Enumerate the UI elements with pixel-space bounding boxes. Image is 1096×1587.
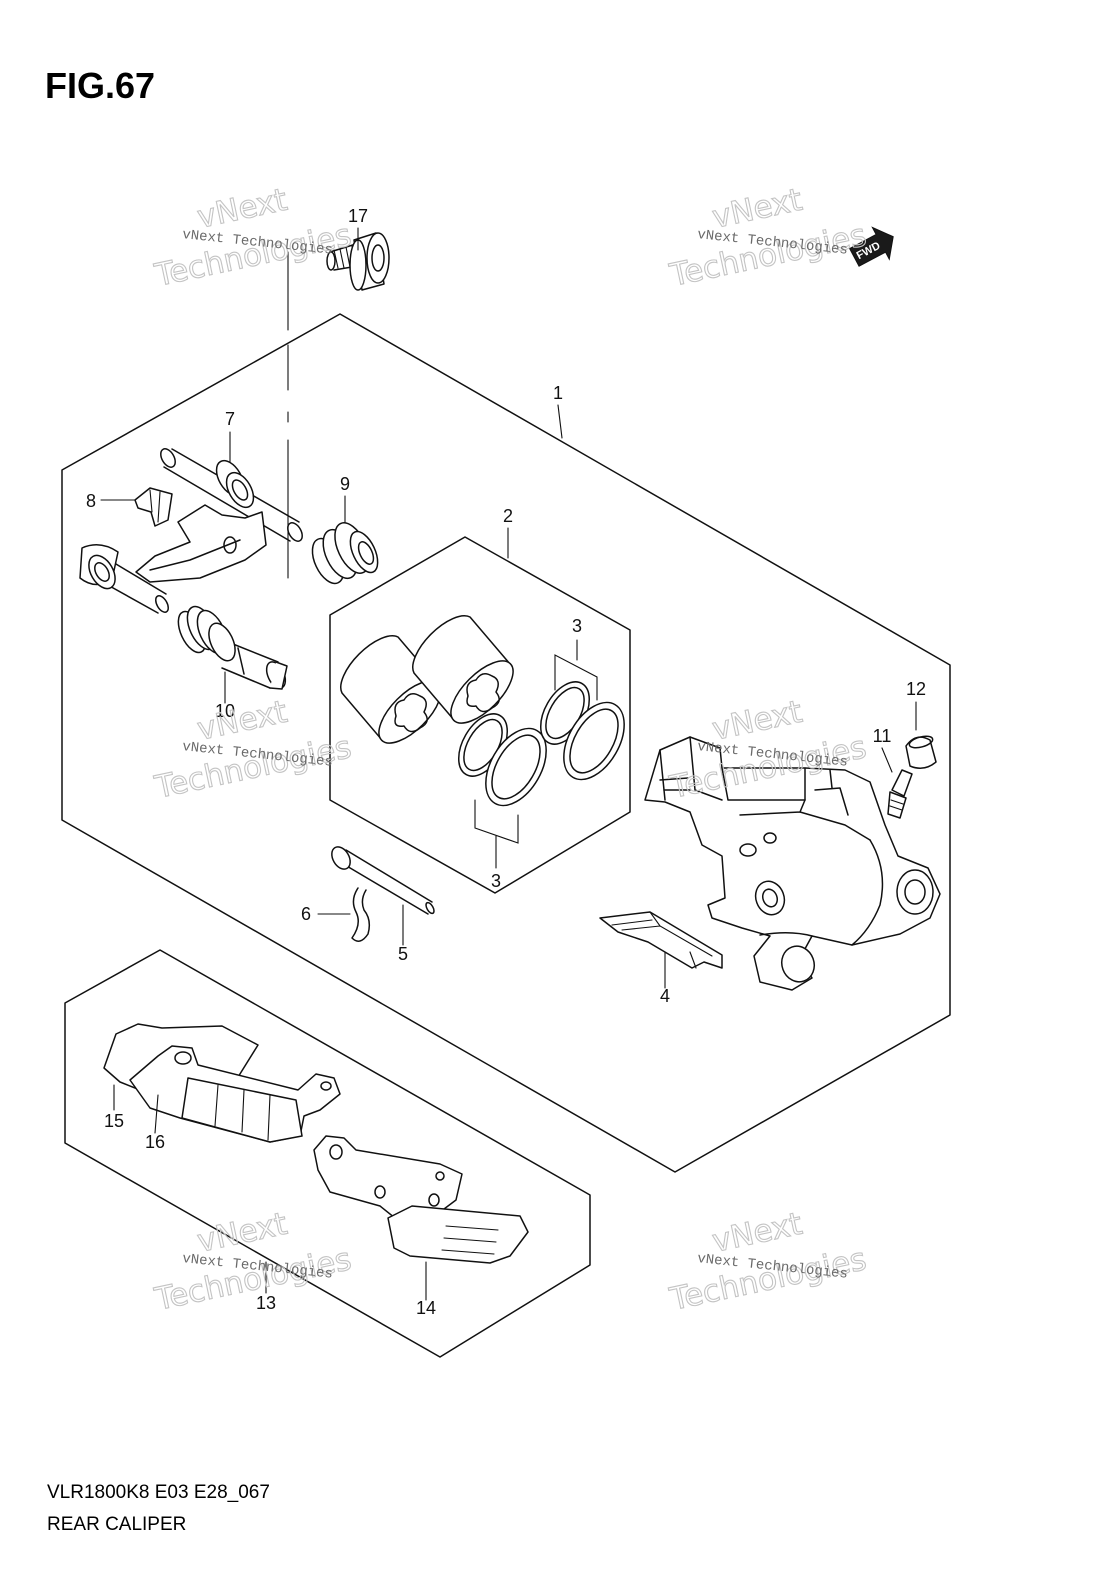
callout-1: 1 <box>553 383 563 403</box>
callout-6: 6 <box>301 904 311 924</box>
group-outline-pad-set <box>64 949 591 1358</box>
brake-pad-13 <box>313 1135 463 1223</box>
watermark-large-top: vNext <box>709 182 805 236</box>
callout-9: 9 <box>340 474 350 494</box>
callout-16: 16 <box>145 1132 165 1152</box>
callout-14: 14 <box>416 1298 436 1318</box>
boot-pin-10 <box>177 605 288 690</box>
callout-10: 10 <box>215 701 235 721</box>
pin-clip-6 <box>351 887 371 942</box>
brake-pad-16 <box>129 1045 341 1143</box>
watermark-large-top: vNext <box>194 1206 290 1260</box>
watermark: vNext Technologies vNext Technologies <box>151 1205 355 1318</box>
watermark-large-top: vNext <box>194 182 290 236</box>
caliper-body <box>644 736 941 991</box>
piston-b <box>412 615 514 724</box>
callout-17: 17 <box>348 206 368 226</box>
callout-4: 4 <box>660 986 670 1006</box>
watermark: vNext Technologies vNext Technologies <box>151 181 355 294</box>
caliper-bracket-7 <box>79 448 303 614</box>
group-outline-caliper-assembly <box>61 313 951 1173</box>
seal-ring-set-left <box>457 713 547 807</box>
boot-9 <box>311 522 379 585</box>
callout-12: 12 <box>906 679 926 699</box>
pad-pin-5 <box>331 846 435 915</box>
watermark: vNext Technologies vNext Technologies <box>666 181 870 294</box>
pad-spring-4 <box>599 911 723 969</box>
callout-8: 8 <box>86 491 96 511</box>
callout-13: 13 <box>256 1293 276 1313</box>
callout-3-lower: 3 <box>491 871 501 891</box>
callouts: 17 1 7 8 9 2 3 10 12 11 3 6 5 4 15 16 13… <box>86 206 926 1318</box>
callout-5: 5 <box>398 944 408 964</box>
callout-15: 15 <box>104 1111 124 1131</box>
bleeder-valve-11 <box>887 769 913 819</box>
leader-lines <box>100 227 917 1301</box>
watermark-large-top: vNext <box>709 694 805 748</box>
seal-ring-set-right <box>539 681 625 781</box>
forward-direction-badge: FWD <box>848 226 894 267</box>
callout-2: 2 <box>503 506 513 526</box>
bolt-17 <box>326 232 390 291</box>
callout-11: 11 <box>873 726 892 746</box>
watermark-large-top: vNext <box>709 1206 805 1260</box>
callout-7: 7 <box>225 409 235 429</box>
watermark: vNext Technologies vNext Technologies <box>151 693 355 806</box>
callout-3-upper: 3 <box>572 616 582 636</box>
footer-model-code: VLR1800K8 E03 E28_067 <box>47 1482 270 1503</box>
watermark: vNext Technologies vNext Technologies <box>666 1205 870 1318</box>
group-outline-piston-set <box>329 536 631 894</box>
bleeder-cap-12 <box>905 735 937 769</box>
footer-caption: REAR CALIPER <box>47 1514 186 1535</box>
clip-8 <box>134 487 173 527</box>
figure-title: FIG.67 <box>45 65 155 106</box>
pad-shim-14 <box>387 1205 529 1264</box>
watermark-large-top: vNext <box>194 694 290 748</box>
forward-arrow-icon <box>848 226 894 267</box>
